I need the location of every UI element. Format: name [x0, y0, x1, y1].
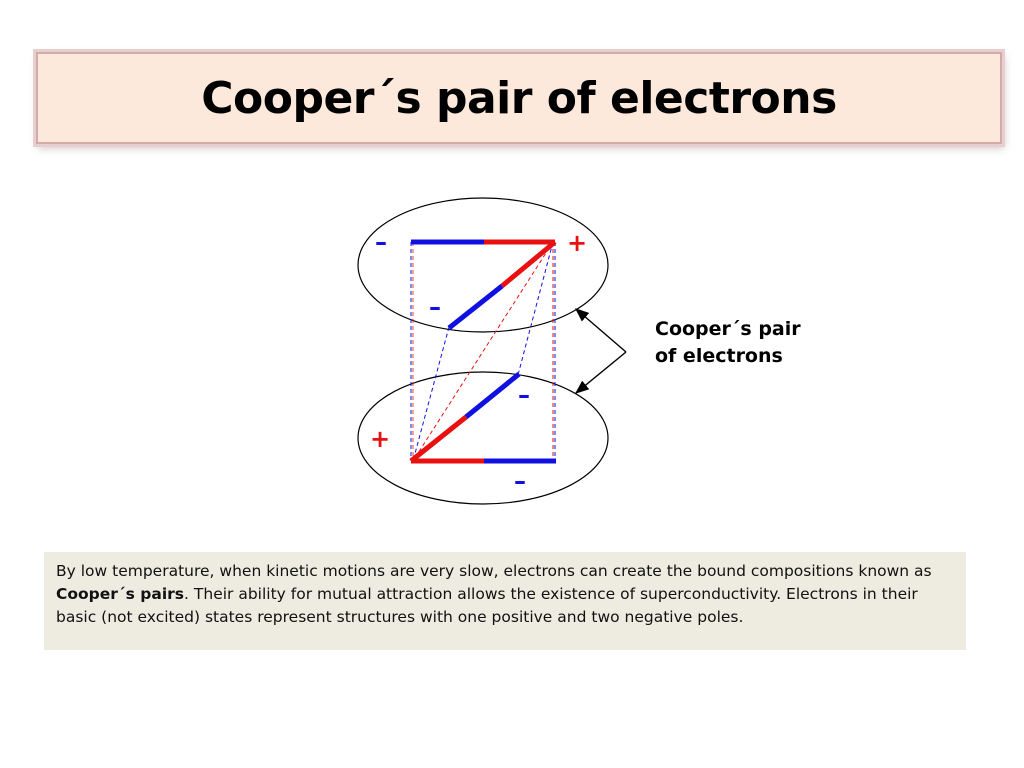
lower-diag-blue-segment	[464, 372, 521, 419]
description-text-before: By low temperature, when kinetic motions…	[56, 562, 932, 580]
cooper-pair-label-line1: Cooper´s pair	[655, 318, 801, 340]
dashed-link-blue-diag-upper	[517, 241, 554, 376]
title-banner: Cooper´s pair of electrons	[36, 52, 1002, 144]
upper-diag-red-segment	[500, 240, 557, 288]
minus-sign-upper-left: –	[375, 228, 387, 256]
description-bold-term: Cooper´s pairs	[56, 585, 185, 603]
dashed-link-blue-diag-lower	[412, 326, 450, 462]
minus-sign-lower-middle: –	[518, 381, 530, 409]
lower-electron-ellipse	[357, 371, 609, 505]
description-box: By low temperature, when kinetic motions…	[44, 552, 966, 650]
arrow-to-upper-ellipse	[574, 308, 627, 353]
minus-sign-upper-middle: –	[429, 293, 441, 321]
lower-diag-red-segment	[409, 415, 468, 463]
cooper-pair-label-line2: of electrons	[655, 345, 783, 367]
dashed-link-red-diag	[412, 241, 554, 462]
minus-sign-lower-bottom: –	[514, 467, 526, 495]
cooper-pair-label: Cooper´s pair of electrons	[655, 316, 801, 370]
plus-sign-lower-left: +	[370, 425, 390, 453]
slide-title: Cooper´s pair of electrons	[201, 72, 837, 124]
arrow-to-lower-ellipse	[574, 351, 627, 394]
upper-electron-ellipse	[357, 197, 609, 333]
description-text-after: . Their ability for mutual attraction al…	[56, 585, 918, 626]
plus-sign-upper-right: +	[567, 229, 587, 257]
upper-diag-blue-segment	[447, 284, 504, 330]
